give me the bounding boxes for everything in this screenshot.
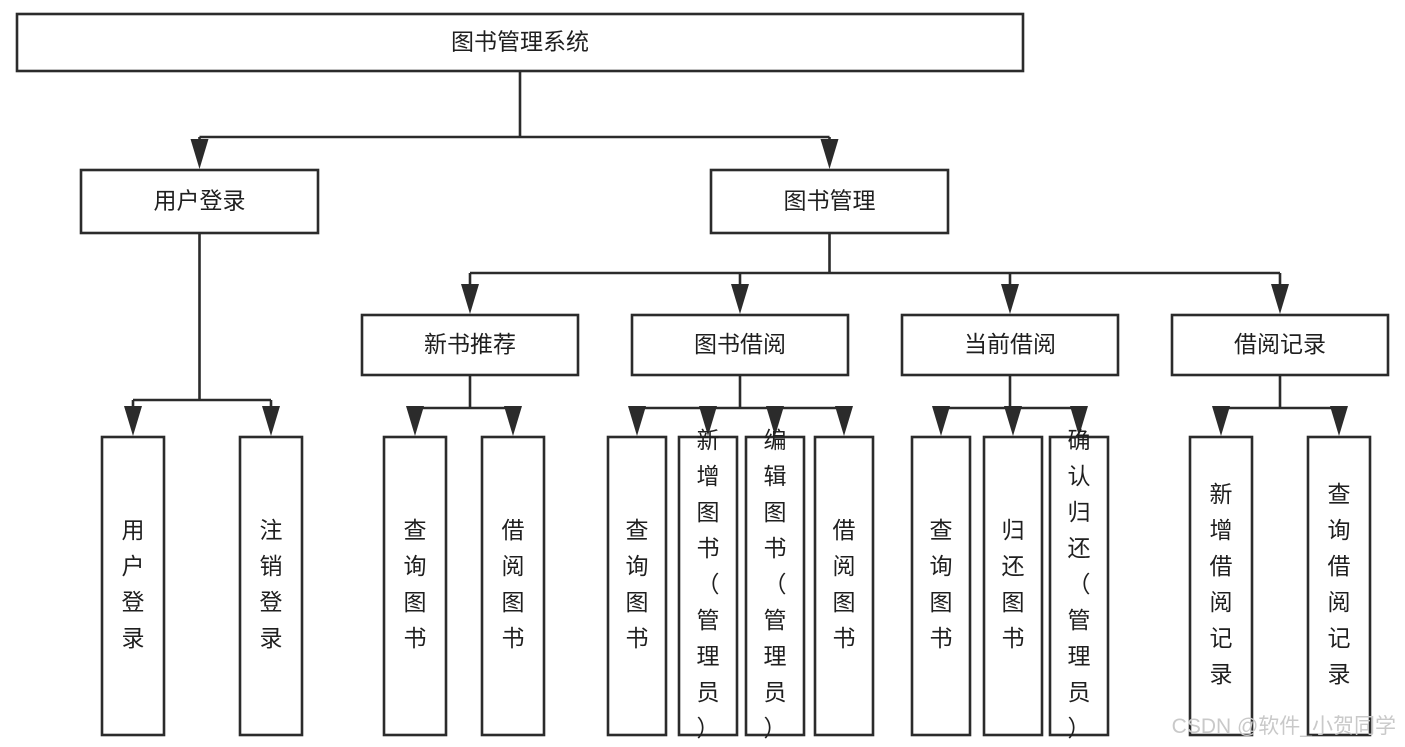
connector-arrowhead [932,406,950,436]
connector-arrowhead [1001,284,1019,314]
connector-arrowhead [262,406,280,436]
node-leaf-query-book-3[interactable]: 查询图书 [910,435,972,737]
node-user-login[interactable]: 用户登录 [79,168,320,235]
node-leaf-logout[interactable]: 注销登录 [238,435,304,737]
node-box[interactable] [709,168,950,235]
node-label: 图书管理系统 [451,29,589,55]
node-box[interactable] [606,435,668,737]
node-book-borrow[interactable]: 图书借阅 [630,313,850,377]
node-box[interactable] [238,435,304,737]
connector-arrowhead [1004,406,1022,436]
node-box[interactable] [15,12,1025,73]
connector-arrowhead [406,406,424,436]
node-box[interactable] [910,435,972,737]
node-label: 当前借阅 [964,331,1056,357]
node-label: 借阅图书 [833,517,856,651]
node-box[interactable] [382,435,448,737]
node-label: 新书推荐 [424,331,516,357]
node-new-book-recommend[interactable]: 新书推荐 [360,313,580,377]
node-box[interactable] [677,435,739,737]
connector-arrowhead [461,284,479,314]
node-box[interactable] [100,435,166,737]
node-box[interactable] [813,435,875,737]
node-leaf-borrow-book-2[interactable]: 借阅图书 [813,435,875,737]
connector-arrowhead [1212,406,1230,436]
node-leaf-query-book-2[interactable]: 查询图书 [606,435,668,737]
node-leaf-query-record[interactable]: 查询借阅记录 [1306,435,1372,737]
connector-arrowhead [766,406,784,436]
node-box[interactable] [1170,313,1390,377]
node-label: 查询图书 [404,517,427,651]
nodes-layer: 图书管理系统用户登录图书管理新书推荐图书借阅当前借阅借阅记录用户登录注销登录查询… [15,12,1390,741]
node-label: 确认归还（管理员） [1068,427,1091,741]
node-leaf-query-book-1[interactable]: 查询图书 [382,435,448,737]
connector-arrowhead [190,139,209,169]
node-box[interactable] [630,313,850,377]
node-current-borrow[interactable]: 当前借阅 [900,313,1120,377]
node-box[interactable] [79,168,320,235]
node-label: 编辑图书（管理员） [764,427,787,741]
connector-arrowhead [835,406,853,436]
node-label: 查询图书 [626,517,649,651]
node-box[interactable] [1188,435,1254,737]
node-root[interactable]: 图书管理系统 [15,12,1025,73]
node-box[interactable] [480,435,546,737]
connector-arrowhead [1330,406,1348,436]
node-box[interactable] [1306,435,1372,737]
node-label: 借阅图书 [502,517,525,651]
node-leaf-confirm-return[interactable]: 确认归还（管理员） [1048,427,1110,741]
node-leaf-add-book[interactable]: 新增图书（管理员） [677,427,739,741]
node-book-manage[interactable]: 图书管理 [709,168,950,235]
node-borrow-record[interactable]: 借阅记录 [1170,313,1390,377]
node-label: 新增图书（管理员） [697,427,720,741]
node-label: 注销登录 [260,517,283,651]
node-label: 归还图书 [1002,517,1025,651]
connector-arrowhead [820,139,839,169]
watermark-label: CSDN @软件_小贺同学 [1172,715,1396,738]
connector-arrowhead [504,406,522,436]
node-box[interactable] [1048,435,1110,737]
node-box[interactable] [360,313,580,377]
node-label: 查询图书 [930,517,953,651]
connector-arrowhead [628,406,646,436]
node-leaf-borrow-book-1[interactable]: 借阅图书 [480,435,546,737]
node-label: 用户登录 [122,517,145,651]
connectors-layer [124,71,1348,436]
node-leaf-user-login[interactable]: 用户登录 [100,435,166,737]
node-label: 新增借阅记录 [1210,481,1233,687]
connector-arrowhead [731,284,749,314]
node-label: 图书管理 [784,188,876,214]
node-box[interactable] [982,435,1044,737]
connector-arrowhead [1271,284,1289,314]
node-label: 借阅记录 [1234,331,1326,357]
node-leaf-return-book[interactable]: 归还图书 [982,435,1044,737]
node-leaf-edit-book[interactable]: 编辑图书（管理员） [744,427,806,741]
connector-arrowhead [1070,406,1088,436]
connector-arrowhead [124,406,142,436]
node-box[interactable] [900,313,1120,377]
node-box[interactable] [744,435,806,737]
node-label: 用户登录 [154,188,246,214]
node-label: 图书借阅 [694,331,786,357]
node-label: 查询借阅记录 [1328,481,1351,687]
node-leaf-add-record[interactable]: 新增借阅记录 [1188,435,1254,737]
connector-arrowhead [699,406,717,436]
